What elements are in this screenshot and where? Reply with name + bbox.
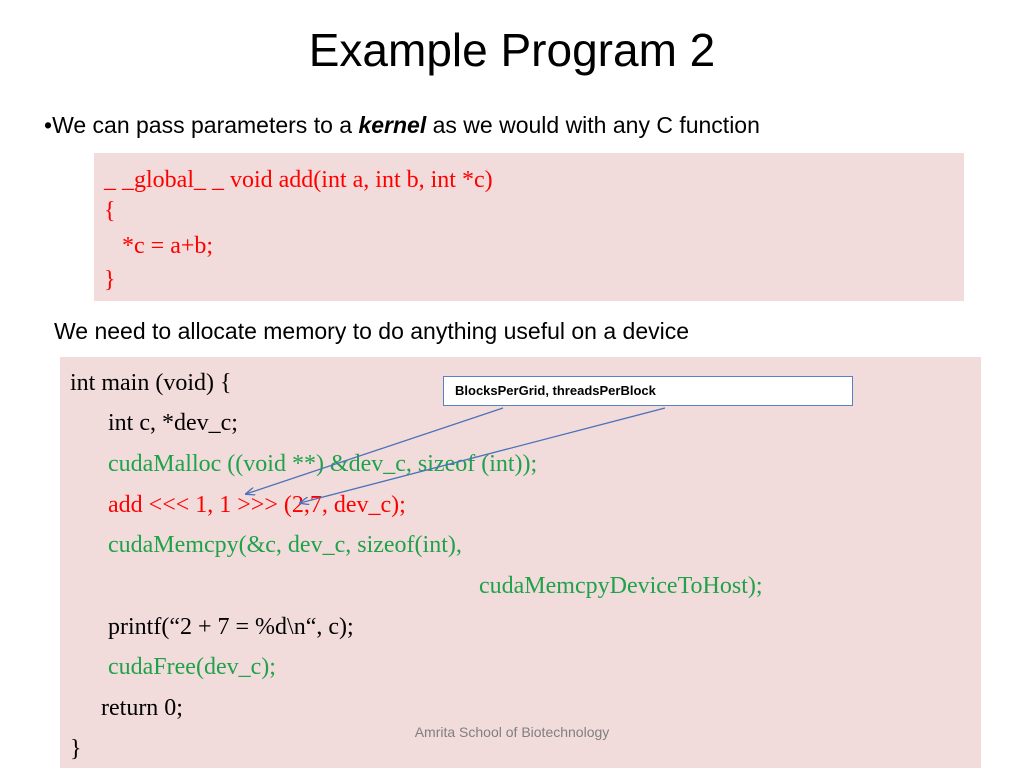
bullet-parameters: •We can pass parameters to a kernel as w… [44, 110, 760, 140]
kernel-code-line: } [104, 267, 116, 293]
main-code-line-memcpy-direction: cudaMemcpyDeviceToHost); [479, 573, 763, 599]
footer-institution: Amrita School of Biotechnology [414, 724, 610, 740]
bullet-marker: • [44, 112, 53, 138]
main-code-line-cuda-free: cudaFree(dev_c); [108, 654, 276, 680]
bullet-text-before: We can pass parameters to a [52, 112, 359, 138]
bullet-keyword-kernel: kernel [358, 112, 427, 138]
kernel-code-line: _ _global_ _ void add(int a, int b, int … [104, 167, 493, 193]
main-code-line-printf: printf(“2 + 7 = %d\n“, c); [108, 614, 354, 640]
main-code-line-return: return 0; [101, 695, 183, 721]
callout-blocks-threads: BlocksPerGrid, threadsPerBlock [443, 376, 853, 406]
main-code-box: int main (void) { int c, *dev_c; cudaMal… [60, 357, 981, 768]
slide-title: Example Program 2 [308, 24, 716, 76]
bullet-text-after: as we would with any C function [426, 112, 760, 138]
main-code-line-kernel-launch: add <<< 1, 1 >>> (2,7, dev_c); [108, 492, 406, 518]
kernel-code-box: _ _global_ _ void add(int a, int b, int … [94, 153, 964, 301]
main-code-line-cuda-malloc: cudaMalloc ((void **) &dev_c, sizeof (in… [108, 451, 538, 477]
main-code-line: int c, *dev_c; [108, 410, 238, 436]
subhead-allocate-memory: We need to allocate memory to do anythin… [54, 318, 690, 344]
main-code-line: int main (void) { [70, 370, 232, 396]
main-code-line-cuda-memcpy: cudaMemcpy(&c, dev_c, sizeof(int), [108, 532, 462, 558]
main-code-line-closing-brace: } [70, 736, 82, 762]
kernel-code-line: *c = a+b; [104, 233, 214, 259]
kernel-code-line: { [104, 198, 116, 224]
